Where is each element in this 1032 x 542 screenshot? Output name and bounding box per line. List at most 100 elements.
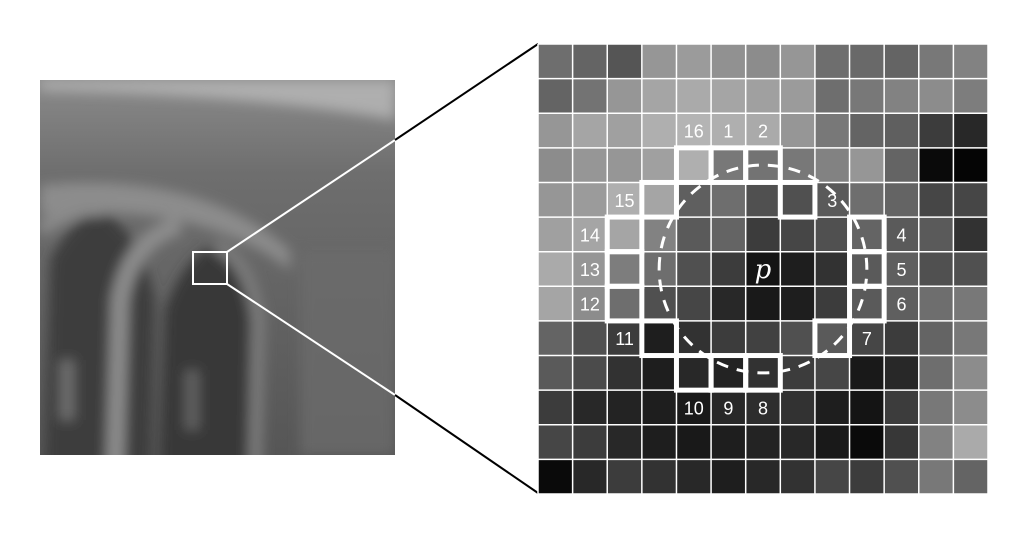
grid-pixel [918, 113, 954, 148]
grid-pixel [572, 251, 608, 287]
grid-pixel [884, 78, 919, 114]
grid-pixel [572, 355, 608, 391]
grid-pixel [607, 286, 642, 321]
grid-pixel [918, 217, 954, 252]
zoom-region-box [192, 251, 228, 285]
circle-pixel-label: 2 [758, 122, 768, 142]
grid-pixel [918, 251, 954, 287]
grid-pixel [780, 286, 815, 321]
grid-pixel [884, 286, 919, 321]
grid-pixel [607, 182, 642, 218]
grid-pixel [814, 182, 850, 218]
grid-pixel [849, 113, 885, 148]
grid-pixel [918, 44, 954, 79]
grid-pixel [572, 147, 608, 183]
grid-pixel [538, 424, 573, 460]
grid-pixel [607, 355, 642, 391]
center-pixel-label: p [755, 255, 772, 285]
grid-pixel [641, 78, 677, 114]
grid-pixel [572, 286, 608, 321]
grid-pixel [814, 355, 850, 391]
circle-pixel [604, 214, 645, 255]
grid-pixel [849, 44, 885, 79]
grid-pixel [676, 424, 712, 460]
grid-pixel [953, 390, 988, 425]
circle-pixel-label: 12 [580, 295, 600, 315]
grid-pixel [780, 182, 815, 218]
grid-pixel [641, 355, 677, 391]
grid-pixel [641, 286, 677, 321]
grid-pixel [780, 320, 815, 356]
grid-pixel [711, 113, 746, 148]
grid-pixel [711, 355, 746, 391]
connector-bottom-white [226, 283, 396, 396]
grid-pixel [538, 390, 573, 425]
grid-pixel [780, 424, 815, 460]
grid-pixel [538, 217, 573, 252]
grid-pixel [676, 217, 712, 252]
grid-pixel [918, 182, 954, 218]
circle-pixel [743, 145, 783, 185]
grid-pixel [711, 424, 746, 460]
grid-pixel [780, 217, 815, 252]
grid-pixel [711, 320, 746, 356]
grid-pixel [884, 147, 919, 183]
grid-pixel [538, 320, 573, 356]
grid-pixel [814, 390, 850, 425]
grid-pixel [607, 78, 642, 114]
grid-pixel [884, 44, 919, 79]
grid-pixel [676, 390, 712, 425]
grid-pixel [538, 113, 573, 148]
grid-pixel [607, 113, 642, 148]
grid-pixel [641, 44, 677, 79]
grid-pixel [607, 320, 642, 356]
grid-pixel [711, 217, 746, 252]
circle-pixel-label: 1 [723, 122, 733, 142]
grid-pixel [953, 320, 988, 356]
grid-pixel [641, 182, 677, 218]
grid-pixel [849, 459, 885, 494]
grid-pixel [918, 286, 954, 321]
grid-pixel [538, 147, 573, 183]
grid-pixel [572, 44, 608, 79]
grid-pixel [745, 459, 781, 494]
grid-pixel [849, 320, 885, 356]
grid-pixel [745, 78, 781, 114]
grid-pixel [780, 390, 815, 425]
grid-pixel [572, 459, 608, 494]
dashed-circle-arc [657, 163, 869, 375]
grid-pixel [745, 182, 781, 218]
grid-pixel [572, 78, 608, 114]
grid-pixel [884, 217, 919, 252]
grid-pixel [745, 44, 781, 79]
circle-pixel [673, 353, 714, 393]
grid-pixel [676, 355, 712, 391]
grid-pixel [607, 424, 642, 460]
grid-pixel [814, 217, 850, 252]
grid-pixel [711, 78, 746, 114]
circle-pixel-label: 8 [758, 398, 768, 418]
grid-pixel [814, 424, 850, 460]
grid-pixel [711, 251, 746, 287]
grid-pixel [780, 78, 815, 114]
grid-pixel [953, 217, 988, 252]
grid-pixel [849, 286, 885, 321]
grid-pixel [572, 390, 608, 425]
grid-pixel [538, 78, 573, 114]
grid-pixel [849, 182, 885, 218]
grid-pixel [538, 459, 573, 494]
grid-pixel [849, 78, 885, 114]
connector-top-black [394, 43, 539, 141]
grid-pixel [538, 251, 573, 287]
circle-pixel [673, 145, 714, 185]
grid-pixel [780, 355, 815, 391]
grid-pixel [711, 459, 746, 494]
grid-pixel [676, 320, 712, 356]
circle-pixel-label: 6 [896, 295, 906, 315]
grid-pixel [641, 390, 677, 425]
grid-pixel [884, 113, 919, 148]
grid-pixel [572, 217, 608, 252]
circle-pixel-label: 13 [580, 260, 600, 280]
grid-pixel [884, 459, 919, 494]
